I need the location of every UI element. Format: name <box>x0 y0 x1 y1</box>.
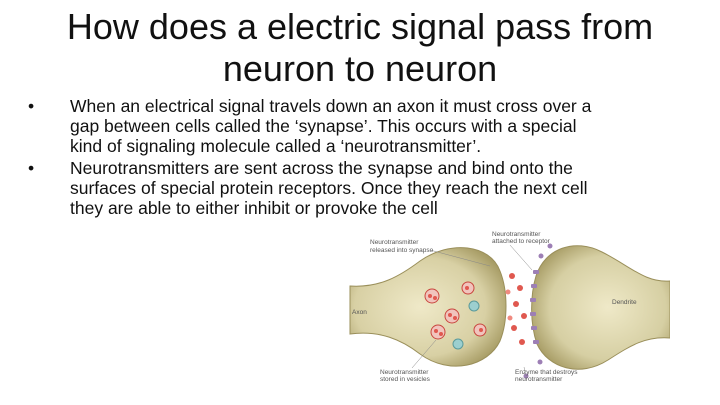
bullet-line: surfaces of special protein receptors. O… <box>70 178 588 198</box>
synapse-illustration: Neurotransmitter released into synapse N… <box>349 231 670 383</box>
bullet-item: • Neurotransmitters are sent across the … <box>28 158 688 218</box>
bullet-line: kind of signaling molecule called a ‘neu… <box>70 136 482 156</box>
axon-terminal <box>349 247 507 367</box>
bullet-item: • When an electrical signal travels down… <box>28 96 688 156</box>
figure-labels: Neurotransmitter released into synapse N… <box>352 231 637 383</box>
label-released: released into synapse <box>370 247 434 254</box>
bullet-line: they are able to either inhibit or provo… <box>70 198 438 218</box>
label-axon: Axon <box>352 309 367 316</box>
bullet-line: Neurotransmitters are sent across the sy… <box>70 158 573 178</box>
label-enzyme: Enzyme that destroys <box>515 369 578 376</box>
label-attached: Neurotransmitter <box>492 231 541 238</box>
label-enzyme: neurotransmitter <box>515 376 563 383</box>
label-released: Neurotransmitter <box>370 239 419 246</box>
label-attached: attached to receptor <box>492 238 551 245</box>
label-stored: Neurotransmitter <box>380 369 429 376</box>
bullet-list: • When an electrical signal travels down… <box>28 96 688 220</box>
bullet-line: gap between cells called the ‘synapse’. … <box>70 116 577 136</box>
bullet-marker: • <box>28 96 35 116</box>
title-line-2: neuron to neuron <box>222 48 498 89</box>
label-stored: stored in vesicles <box>380 376 431 383</box>
dendrite <box>531 245 670 370</box>
neurotransmitter-molecules <box>505 273 527 345</box>
label-dendrite: Dendrite <box>612 299 637 306</box>
bullet-line: When an electrical signal travels down a… <box>70 96 592 116</box>
bullet-marker: • <box>28 158 35 178</box>
vesicles <box>424 281 487 350</box>
slide-title: How does a electric signal pass from neu… <box>40 6 680 90</box>
title-line-1: How does a electric signal pass from <box>66 6 654 47</box>
